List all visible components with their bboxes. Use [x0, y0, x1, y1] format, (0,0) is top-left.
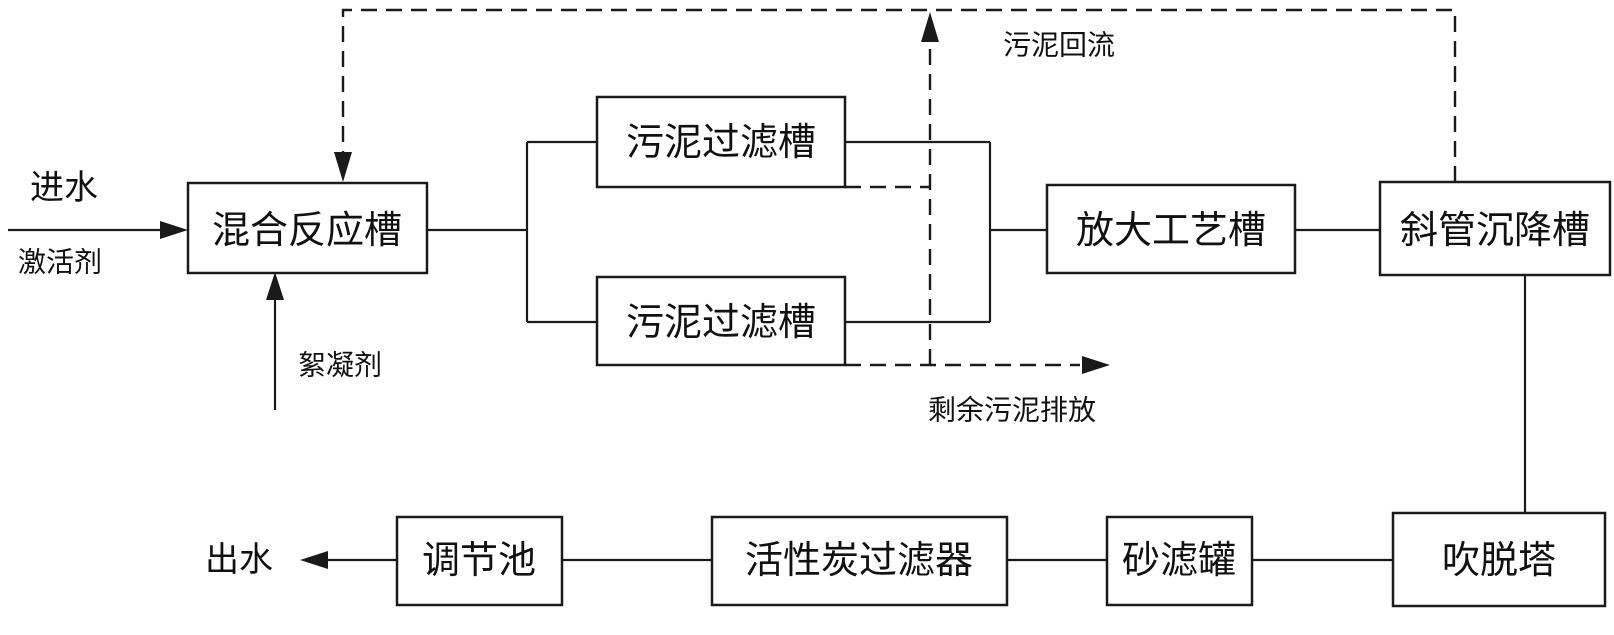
excess-sludge-discharge-label: 剩余污泥排放	[928, 394, 1096, 427]
amplify-process-tank-label: 放大工艺槽	[1076, 208, 1266, 252]
mixing-reaction-tank-label: 混合反应槽	[212, 208, 402, 252]
outlet-water-label: 出水	[205, 540, 273, 580]
outlet-arrowhead	[300, 551, 328, 569]
activator-label: 激活剂	[18, 246, 102, 279]
stripping-tower-label: 吹脱塔	[1442, 538, 1556, 582]
inclined-tube-settler-label: 斜管沉降槽	[1400, 208, 1590, 252]
regulating-pool: 调节池	[395, 515, 564, 607]
amplify-process-tank: 放大工艺槽	[1045, 183, 1297, 275]
sludge-riser-arrowhead	[921, 12, 939, 42]
flocculant-label: 絮凝剂	[298, 349, 382, 382]
sludge-return-line	[341, 8, 1457, 182]
regulating-pool-label: 调节池	[422, 538, 536, 582]
sludge-filter-tank-1: 污泥过滤槽	[595, 95, 847, 189]
inlet-arrowhead	[160, 221, 188, 239]
sludge-return-label: 污泥回流	[1003, 29, 1115, 62]
inclined-tube-settler: 斜管沉降槽	[1378, 180, 1612, 277]
mixing-reaction-tank: 混合反应槽	[186, 181, 429, 275]
flocculant-arrowhead	[266, 272, 284, 300]
activated-carbon-filter-label: 活性炭过滤器	[745, 538, 973, 582]
sand-filter-tank-label: 砂滤罐	[1122, 538, 1236, 582]
sludge-filter-tank-2: 污泥过滤槽	[595, 275, 847, 367]
sludge-filter-tank-1-label: 污泥过滤槽	[626, 120, 816, 164]
activated-carbon-filter: 活性炭过滤器	[710, 515, 1009, 607]
inlet-water-label: 进水	[30, 168, 98, 208]
excess-sludge-arrowhead	[1082, 356, 1110, 374]
sludge-filter-tank-2-label: 污泥过滤槽	[626, 300, 816, 344]
sludge-return-arrowhead	[334, 152, 352, 182]
stripping-tower: 吹脱塔	[1391, 511, 1607, 608]
sand-filter-tank: 砂滤罐	[1105, 515, 1254, 607]
